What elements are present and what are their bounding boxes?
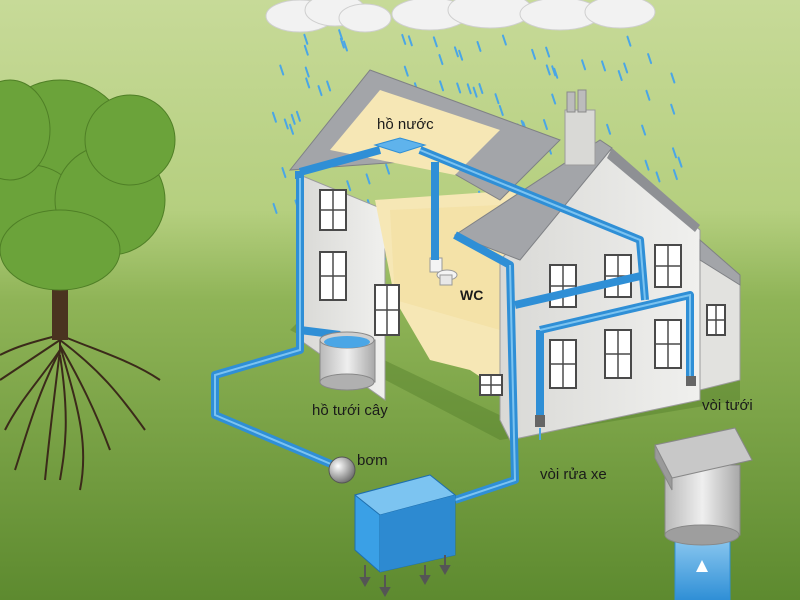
tree [0,79,176,491]
rain-drop [545,64,551,76]
well-collector [654,427,753,600]
rain-drop [551,65,557,77]
tree-roots [0,320,161,491]
rain-drop [476,40,482,52]
rain-drop [290,113,296,125]
attic-water-tank [373,137,427,154]
rain-drop [553,67,559,79]
pump-icon [328,456,356,484]
rain-drop [644,159,650,171]
car-wash-tap-label: vòi rửa xe [540,466,607,483]
rain-drop [458,49,464,61]
rain-drop [670,103,676,115]
rain-drop [677,156,683,168]
overflow-arrows [359,555,451,598]
cloud-left [265,0,392,33]
rain-drop [403,65,409,77]
rain-drop [601,60,607,72]
pump-label: bơm [357,452,388,469]
rain-drop [672,169,678,181]
rain-drop [617,70,623,82]
rain-drop [385,163,391,175]
rain-drop [346,180,352,192]
rain-drop [551,93,557,105]
rain-drop [304,66,310,78]
rain-drop [456,82,462,94]
water-tank-label: hồ nước [377,116,434,133]
rain-drop [326,80,332,92]
rain-drop [494,93,500,105]
garden-tap-label: vòi tưới [702,397,753,414]
rain-drop [365,173,371,185]
rain-drop [401,33,407,45]
car-wash-tap-icon [535,415,545,440]
cloud-right [391,0,656,31]
rain-drop [581,59,587,71]
rain-drop [655,171,661,183]
rain-drop [466,83,472,95]
rain-drop [478,83,484,95]
rain-drop [498,104,504,116]
rain-drop [438,54,444,66]
rain-drop [542,119,548,131]
rain-drop [501,34,507,46]
rain-drop [545,46,551,58]
rain-drop [339,37,345,49]
rain-drop [606,123,612,135]
chimney [564,89,596,166]
windows [319,189,726,396]
rain-drop [472,86,478,98]
rain-drop [439,80,445,92]
garden-tank-label: hồ tưới cây [312,402,388,419]
rain-drop [271,111,277,123]
rain-drop [453,46,459,58]
pipe-highlights [214,149,691,501]
tree-canopy [0,79,176,291]
rain-drop [647,53,653,65]
rain-drop [645,89,651,101]
rain-drop [317,85,323,97]
toilet-icon [429,257,458,286]
rain-drop [279,64,285,76]
rain-drop [303,44,309,56]
rain-drop [671,147,677,159]
pipe-tank-left [298,146,382,176]
rain-drop [626,35,632,47]
pipe-mid [514,271,646,309]
rain-drop [432,36,438,48]
rain-drop [281,167,287,179]
garden-tap-icon [686,376,696,386]
rain-drop [641,124,647,136]
rain-drop [289,123,295,135]
wc-label: WC [460,287,484,303]
rain-drop [670,72,676,84]
rain-drop [305,77,311,89]
rain-drop [407,35,413,47]
rain-drop [531,48,537,60]
rain-drop [272,202,278,214]
rain-drop [343,40,349,52]
rain-drop [283,118,289,130]
underground-tank [353,474,457,598]
garden-water-tank [319,331,376,391]
rain-drop [338,29,344,41]
rain-drop [303,33,309,45]
rain-drop [295,110,301,122]
rain-drop [623,62,629,74]
